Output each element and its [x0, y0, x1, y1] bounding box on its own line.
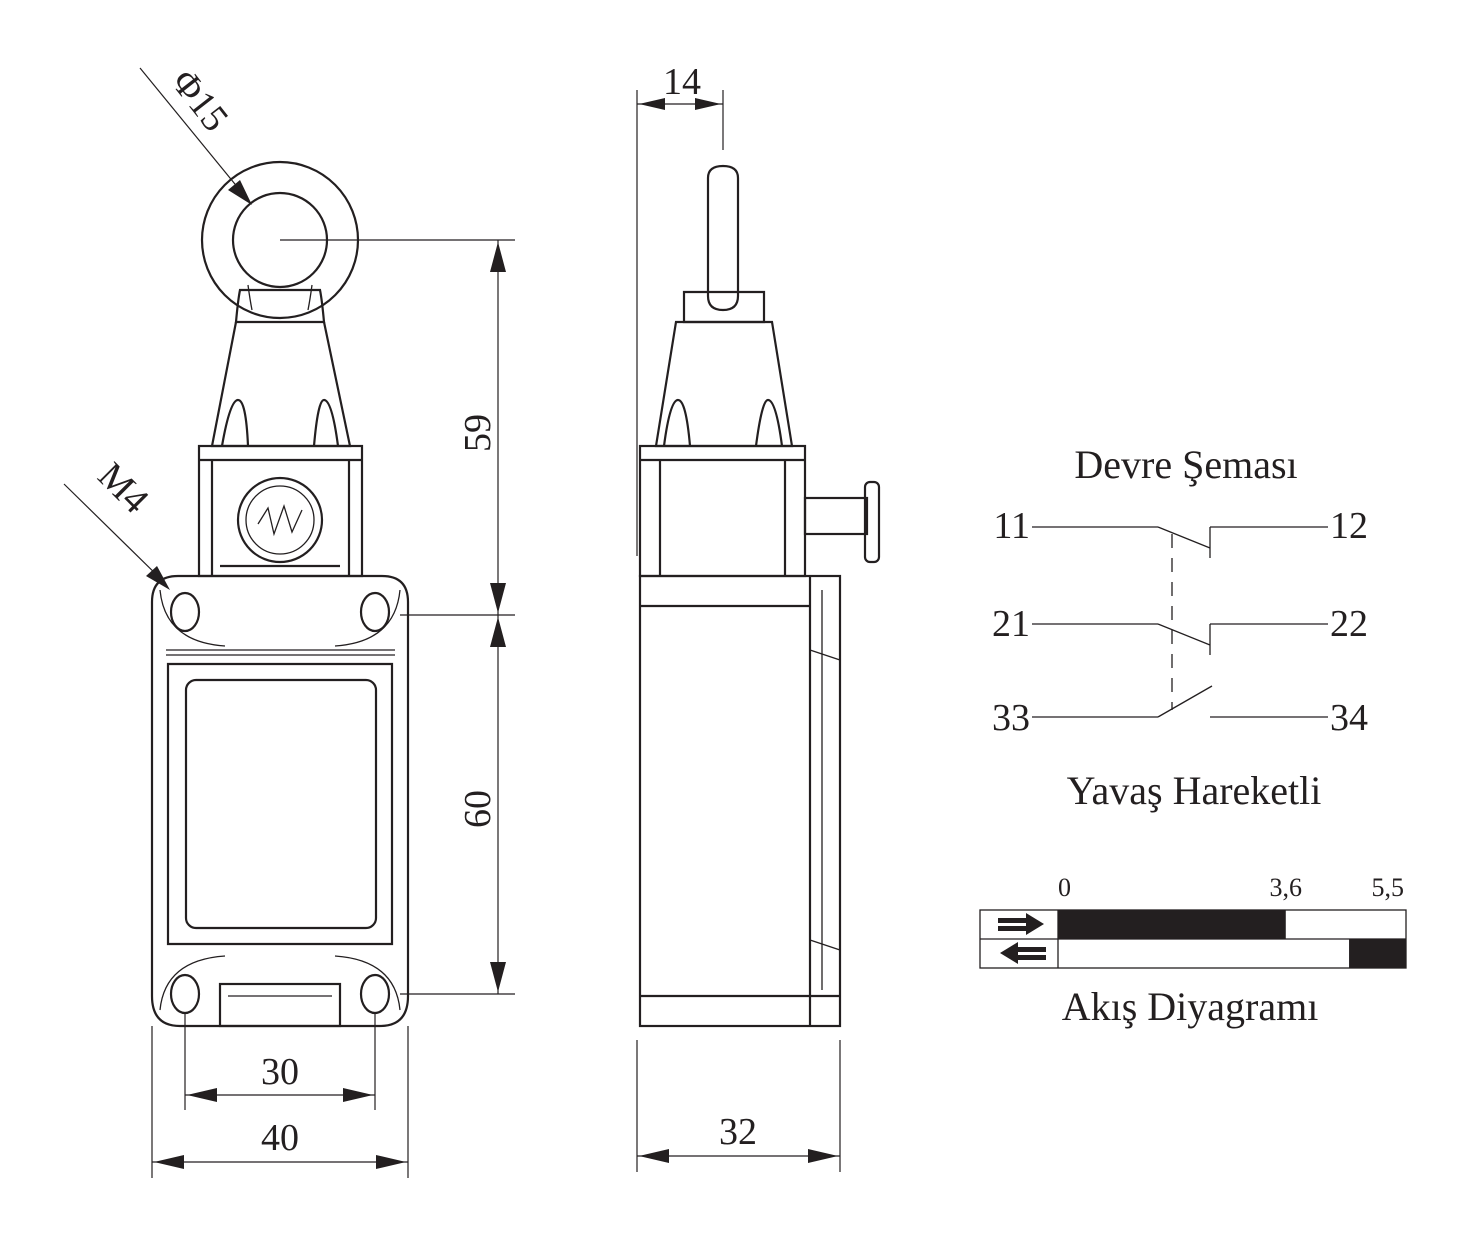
- side-body: [638, 574, 842, 1028]
- dim-side-top: 14: [663, 61, 701, 103]
- lever-rod: [706, 164, 740, 312]
- dim-hole-spacing: 30: [261, 1051, 299, 1093]
- flow-scale-label: 5,5: [1372, 873, 1405, 902]
- circuit-title: Devre Şeması: [1074, 442, 1297, 487]
- flow-bars: [1058, 910, 1406, 968]
- flow-on-bar-reverse: [1349, 939, 1406, 968]
- dim-body-width: 40: [261, 1117, 299, 1159]
- mounting-hole: [169, 591, 201, 633]
- dim-side-depth: 32: [719, 1111, 757, 1153]
- flow-scale: 0 3,6 5,5: [1058, 873, 1404, 902]
- head-taper: [210, 321, 352, 448]
- dim-thread: M4: [90, 455, 157, 522]
- terminal-label: 34: [1330, 697, 1368, 739]
- switch-body: [150, 574, 410, 1028]
- terminal-label: 21: [992, 603, 1030, 645]
- collar: [197, 444, 364, 578]
- terminal-label: 12: [1330, 505, 1368, 547]
- circuit-diagram: Devre Şeması 11 12 21 22 33 34 Yavaş Har…: [992, 442, 1368, 813]
- terminal-label: 11: [993, 505, 1030, 547]
- mounting-hole: [359, 591, 391, 633]
- terminal-label: 33: [992, 697, 1030, 739]
- front-view: Φ15 M4 59 60 30 40: [63, 62, 515, 1178]
- flow-scale-label: 3,6: [1270, 873, 1303, 902]
- side-view: 14 32: [636, 61, 881, 1172]
- terminal-label: 22: [1330, 603, 1368, 645]
- flow-title: Akış Diyagramı: [1062, 984, 1319, 1029]
- side-head: [654, 320, 794, 448]
- dim-ring-diameter: Φ15: [163, 62, 237, 140]
- label-plate: [184, 678, 378, 930]
- flow-on-bar-forward: [1058, 910, 1286, 939]
- flow-diagram: 0 3,6 5,5 Akış Diyagramı: [979, 873, 1407, 1029]
- mounting-hole: [359, 973, 391, 1015]
- body-frame: [166, 662, 394, 946]
- brand-logo-icon: [236, 476, 324, 564]
- circuit-subtitle: Yavaş Hareketli: [1067, 768, 1322, 813]
- cable-entry: [218, 982, 342, 1028]
- dim-head-height: 59: [457, 414, 499, 452]
- forward-arrow-icon: [998, 913, 1044, 935]
- dim-body-height: 60: [457, 790, 499, 828]
- mounting-hole: [169, 973, 201, 1015]
- reverse-arrow-icon: [1000, 942, 1046, 964]
- side-plunger: [803, 496, 869, 536]
- flow-scale-label: 0: [1058, 873, 1071, 902]
